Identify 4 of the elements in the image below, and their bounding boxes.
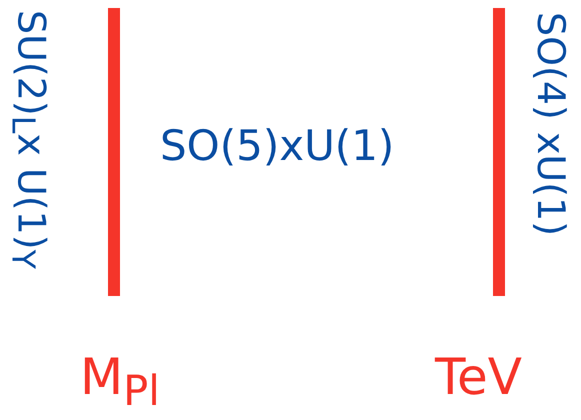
symmetry-label: SO(5)xU(1) (160, 125, 394, 167)
scale-label: M$_{Pl}$ (80, 352, 160, 412)
symmetry-label: SO(4) xU(1) (532, 12, 570, 236)
scale-label: TeV (435, 352, 522, 402)
